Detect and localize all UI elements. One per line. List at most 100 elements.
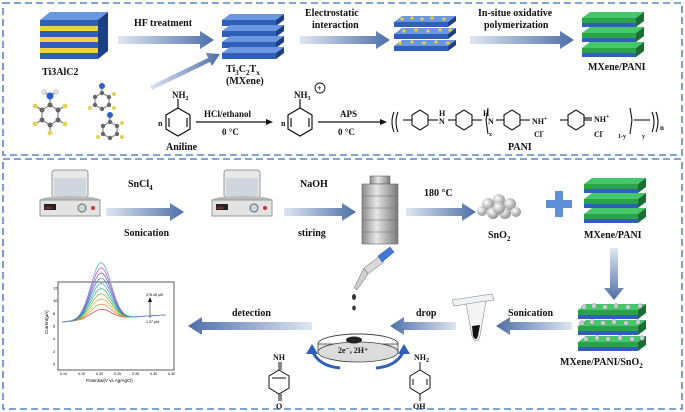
pani-nh-plus-label-2: NH+ xyxy=(594,114,610,124)
graph-bottom-annot: 1.97 µM xyxy=(146,320,159,324)
mxene-pani-sheets-icon xyxy=(582,12,644,57)
graph-ytick-label: 12 xyxy=(53,286,58,291)
hf-arrow xyxy=(118,31,214,49)
pani-n-sub-label: n xyxy=(660,124,664,132)
bottom-panel-border xyxy=(2,158,683,410)
aniline-nh2-label: NH2 xyxy=(172,90,189,102)
autoclave-icon xyxy=(361,175,399,245)
sonication-label-2: Sonication xyxy=(508,308,553,319)
ti3c2tx-sheets-icon xyxy=(222,14,284,59)
anilinium-nh3-label: NH3 xyxy=(294,90,311,102)
graph-frame xyxy=(57,281,175,371)
hcl-label: HCl/ethanol xyxy=(204,109,252,119)
graph-xtick-label: 0.30 xyxy=(132,372,139,376)
pani-n-label-2: N xyxy=(488,117,494,126)
detection-label: detection xyxy=(232,308,271,319)
bottom-mxene-pani-label: MXene/PANI xyxy=(584,230,642,241)
electrostatic-label-2: interaction xyxy=(312,20,359,31)
graph-xtick-label: 0.35 xyxy=(150,372,157,376)
graph-ytick-label: 4 xyxy=(53,336,56,341)
hf-treatment-label: HF treatment xyxy=(134,18,193,29)
stirrer-2-icon: 888 xyxy=(211,169,273,217)
pani-cl-label-2: Cl- xyxy=(594,129,604,139)
amino-nh2-label: NH2 xyxy=(414,353,429,364)
top-panel-border xyxy=(2,2,683,156)
drop-arrow xyxy=(390,317,456,335)
drop-label: drop xyxy=(416,308,437,319)
graph-xtick-label: 0.25 xyxy=(114,372,121,376)
graph-ytick-label: 8 xyxy=(53,311,56,316)
graph-ylabel: Current(µA) xyxy=(44,310,49,334)
graph-ytick-label: 2 xyxy=(53,349,56,354)
aniline-label: Aniline xyxy=(166,142,198,153)
sno2-cluster-icon xyxy=(477,194,521,219)
graph-xtick-label: 0.20 xyxy=(96,372,103,376)
aniline-n-label: n xyxy=(158,119,163,128)
pani-nh-plus-label-1: NH+ xyxy=(532,116,548,126)
aps-temp-label: 0 °C xyxy=(338,127,355,137)
down-arrow xyxy=(604,248,624,300)
stiring-label: stiring xyxy=(298,228,326,239)
ti3c2tx-label: Ti3C2Tx xyxy=(226,64,260,77)
composite-sheets-icon xyxy=(578,303,646,351)
sonication-arrow-1 xyxy=(106,203,184,221)
nh-label: NH xyxy=(273,353,286,362)
mxene-pani-sheets-icon-2 xyxy=(584,178,646,223)
electrostatic-arrow xyxy=(300,31,390,49)
graph-xlabel: Potential(V vs Ag/AgCl) xyxy=(86,378,133,383)
electrostatic-label-1: Electrostatic xyxy=(305,8,359,19)
aniline-to-mxene-arrow xyxy=(150,53,220,90)
pani-h-label-2: H xyxy=(483,109,490,118)
svg-text:888: 888 xyxy=(45,205,52,210)
graph-ytick-label: 10 xyxy=(53,298,58,303)
graph-xtick-label: 0.10 xyxy=(60,372,67,376)
detection-arrow xyxy=(188,317,312,335)
naoh-arrow xyxy=(284,203,356,221)
sonication-arrow-2 xyxy=(496,317,572,335)
o-label: O xyxy=(276,402,282,411)
dpv-curve xyxy=(61,262,167,323)
sncl4-label: SnCl4 xyxy=(128,179,153,192)
oh-label: OH xyxy=(413,402,426,411)
aniline-molecule-models-icon xyxy=(32,83,124,141)
composite-label: MXene/PANI/SnO2 xyxy=(560,357,643,370)
sno2-label: SnO2 xyxy=(488,230,511,243)
vial-icon xyxy=(451,293,495,342)
pipette-icon xyxy=(352,246,395,311)
graph-xticks: 0.10 0.15 0.20 0.25 0.30 0.35 0.40 xyxy=(60,372,175,376)
anilinium-structure xyxy=(287,99,313,137)
graph-curves xyxy=(61,262,167,323)
svg-text:888: 888 xyxy=(217,205,224,210)
hcl-temp-label: 0 °C xyxy=(222,127,239,137)
graph-top-annot: 278.48 µM xyxy=(146,293,163,297)
pani-1-y-label: 1-y xyxy=(618,134,626,140)
oxidative-label-1: In-situe oxidative xyxy=(478,8,553,19)
top-mxene-pani-label: MXene/PANI xyxy=(588,62,646,73)
svg-text:+: + xyxy=(317,84,322,93)
pani-label: PANI xyxy=(508,142,532,153)
anilinium-n-label: n xyxy=(281,119,286,128)
aniline-structure xyxy=(165,99,191,137)
graph-xtick-label: 0.15 xyxy=(78,372,85,376)
pani-y-label: y xyxy=(642,134,645,140)
oxidative-label-2: polymerization xyxy=(484,20,549,31)
ti3alc2-block-icon xyxy=(40,12,108,59)
pani-h-label-1: H xyxy=(439,109,446,118)
aps-label: APS xyxy=(340,109,357,119)
electrode-reaction-label: 2e⁻, 2H⁺ xyxy=(338,346,368,355)
plus-icon xyxy=(546,191,572,217)
polymerization-arrow xyxy=(470,31,574,49)
pani-cl-label-1: Cl- xyxy=(534,129,544,139)
mxene-paren-label: (MXene) xyxy=(226,76,264,87)
graph-xtick-label: 0.40 xyxy=(168,372,175,376)
temp-180-label: 180 °C xyxy=(424,188,453,199)
pani-x-label: x xyxy=(489,132,492,138)
graph-ytick-label: 6 xyxy=(53,324,56,329)
ti3alc2-label: Ti3AlC2 xyxy=(42,67,79,78)
intercalated-sheets-icon xyxy=(394,16,456,51)
hydrothermal-arrow xyxy=(406,203,476,221)
